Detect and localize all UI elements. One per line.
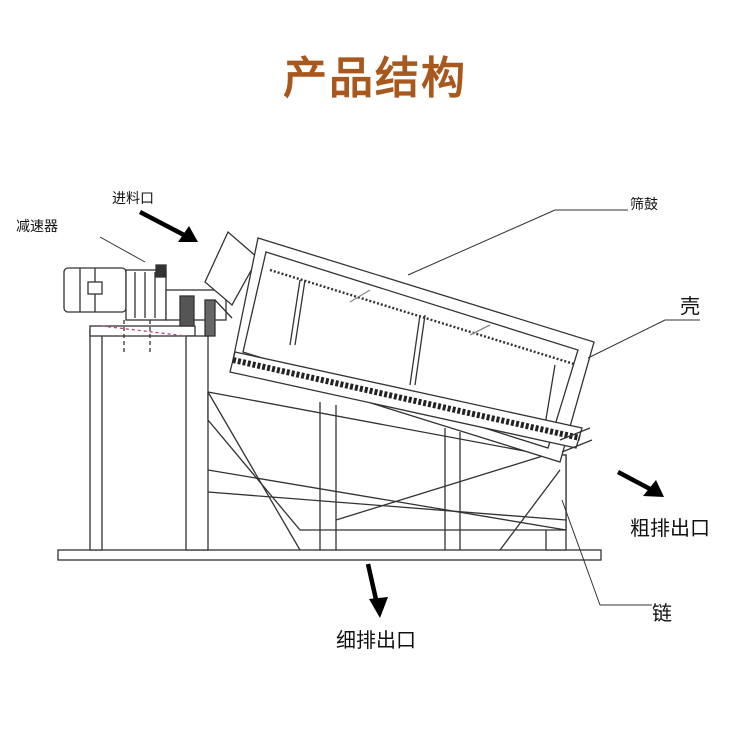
reducer-body	[125, 269, 167, 321]
fine-outlet-label: 细排出口	[336, 628, 416, 652]
inlet-label: 进料口	[112, 191, 154, 207]
base-plate	[57, 549, 602, 561]
shell-label: 壳	[680, 294, 700, 318]
motor-platform	[89, 325, 196, 337]
reducer-label: 减速器	[16, 219, 58, 235]
drum-label: 筛鼓	[630, 197, 658, 213]
coarse-outlet-label: 粗排出口	[630, 516, 710, 540]
left-leg	[89, 329, 103, 551]
middle-post	[185, 335, 209, 551]
page-title: 产品结构	[283, 53, 467, 104]
chain-label: 链	[652, 601, 672, 625]
